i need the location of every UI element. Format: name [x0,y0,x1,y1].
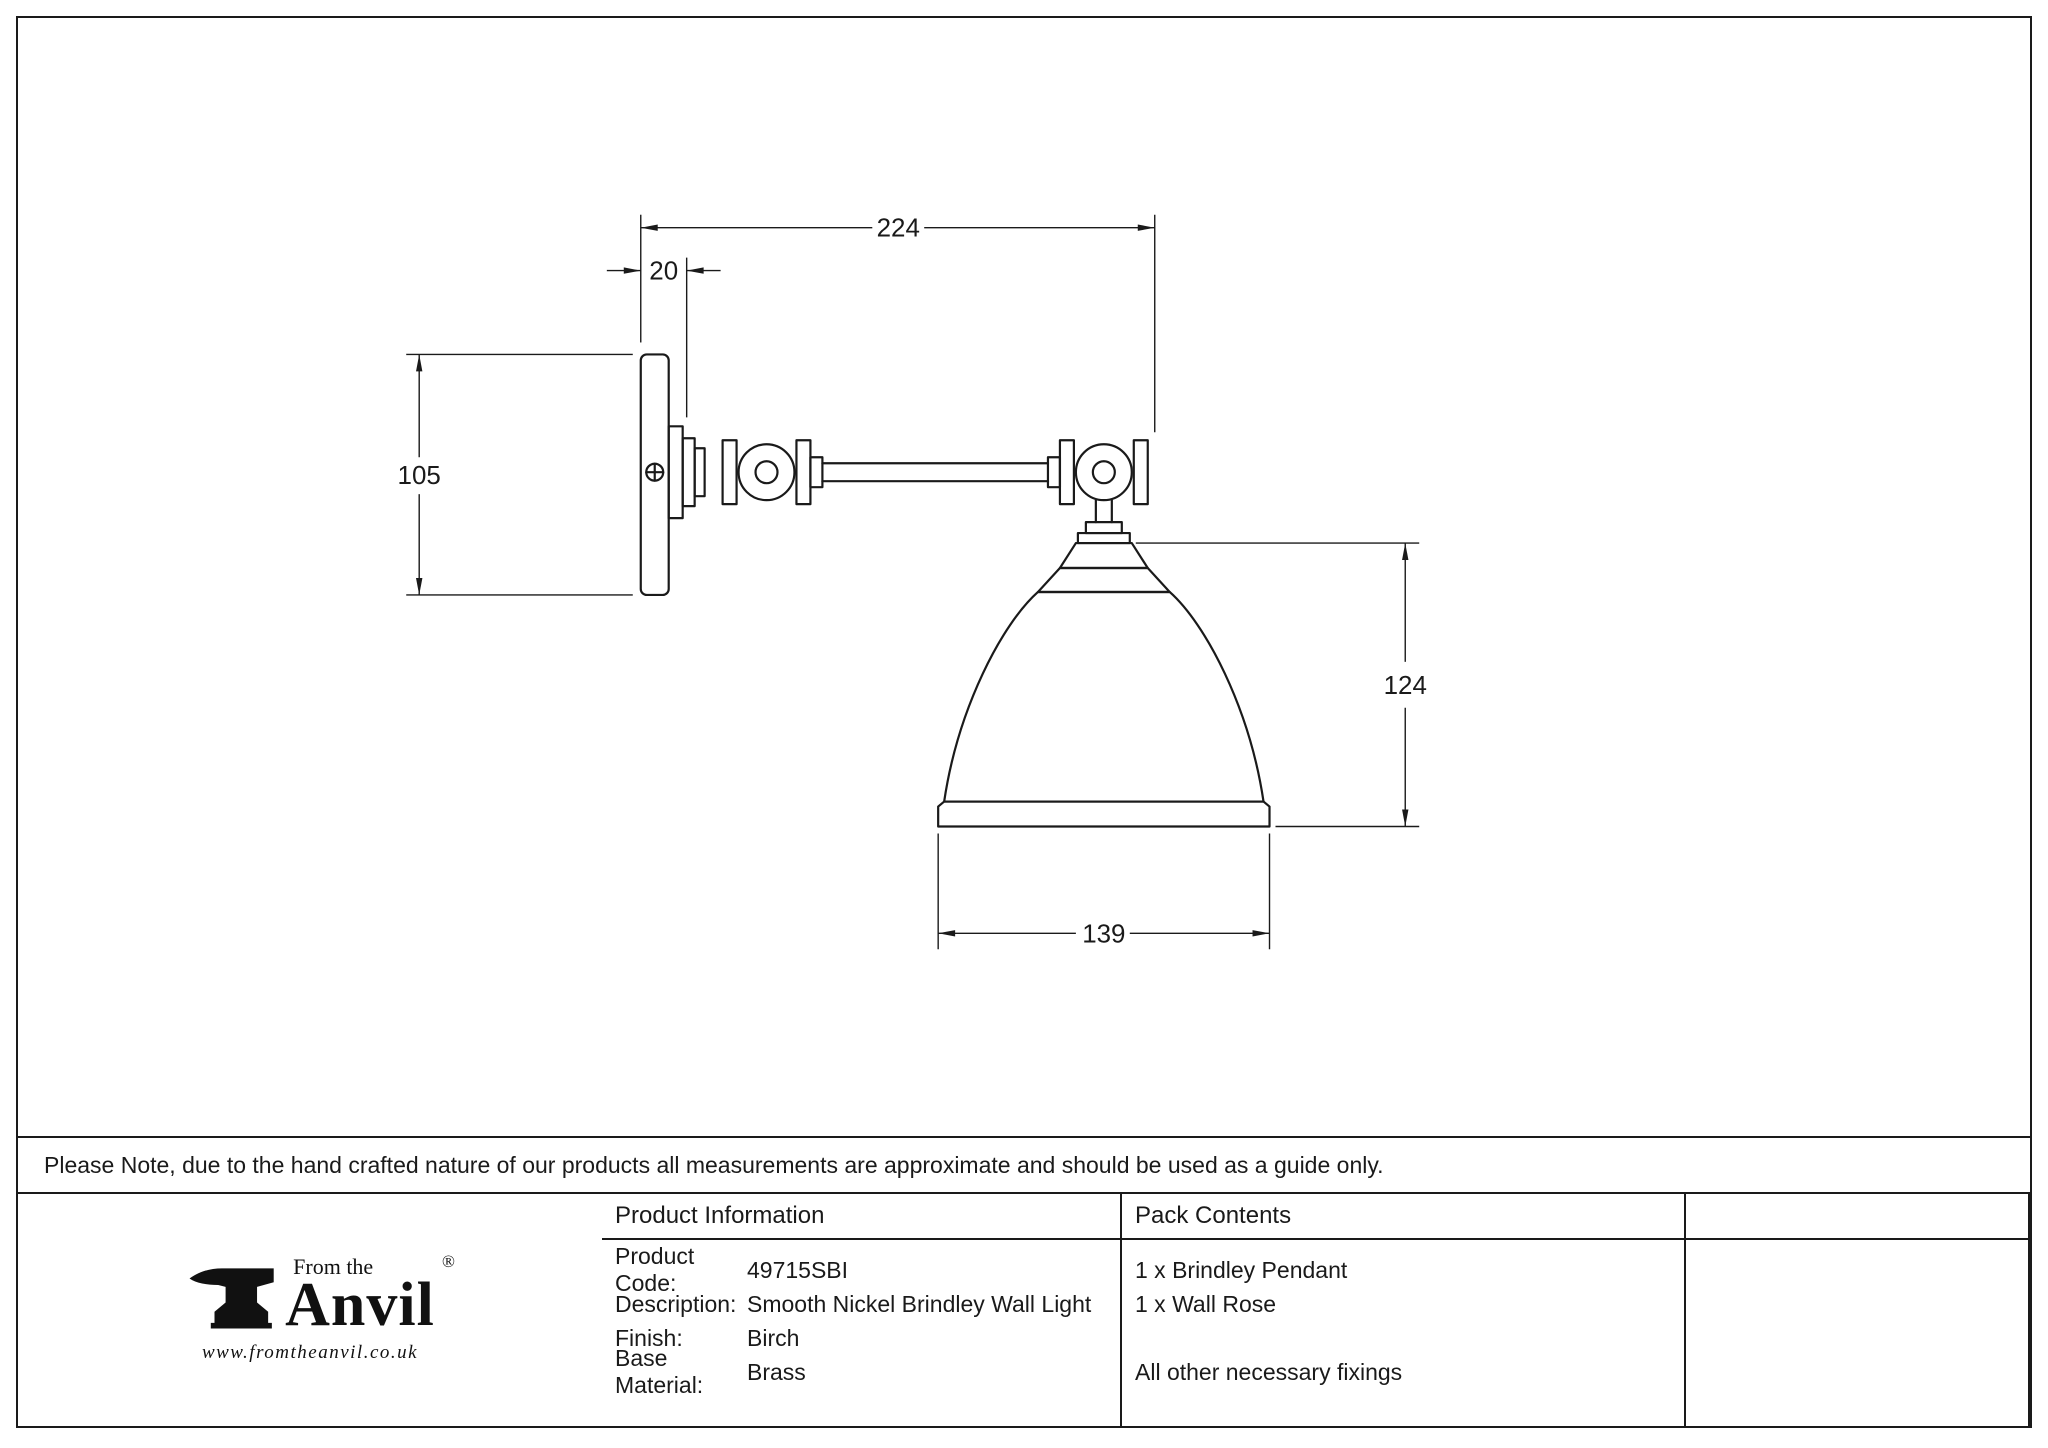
logo-cell: From the Anvil ® www.fromtheanvil.co.uk [18,1194,602,1426]
empty-header-cell [1686,1194,2030,1240]
product-info-header: Product Information [602,1194,1122,1240]
pack-item: 1 x Wall Rose [1135,1290,1277,1317]
arm-tube [809,456,1062,489]
measurement-note: Please Note, due to the hand crafted nat… [44,1151,1384,1178]
description-label: Description: [615,1290,737,1317]
dim-projection: 224 [877,215,920,243]
wall-knuckle-joint [721,439,812,506]
base-material-value: Brass [747,1358,806,1385]
product-info-body: Product Code: 49715SBI Description: Smoo… [602,1240,1122,1426]
technical-drawing: 224 20 105 124 139 [18,18,2030,1136]
finish-label: Finish: [615,1324,683,1351]
pack-item: 1 x Brindley Pendant [1135,1256,1348,1283]
description-row: Description: Smooth Nickel Brindley Wall… [615,1287,1120,1321]
note-row: Please Note, due to the hand crafted nat… [18,1136,2030,1192]
spec-sheet: 224 20 105 124 139 Please Note, due to t… [16,16,2032,1428]
pack-contents-body: 1 x Brindley Pendant 1 x Wall Rose All o… [1122,1240,1686,1426]
dim-shade-height: 124 [1384,672,1427,700]
finish-value: Birch [747,1324,800,1351]
pack-spacer [1135,1321,1684,1355]
head-knuckle-joint [1058,439,1149,506]
lamp-shade [937,541,1271,828]
brand-logo: From the Anvil ® www.fromtheanvil.co.uk [185,1252,455,1365]
dim-shade-diameter: 139 [1082,920,1125,948]
wall-light-drawing: 224 20 105 124 139 [398,214,1427,950]
product-code-value: 49715SBI [747,1256,849,1283]
dimension-lines [406,214,1420,950]
empty-body-cell [1686,1240,2030,1426]
pack-contents-header: Pack Contents [1122,1194,1686,1240]
pack-item: All other necessary fixings [1135,1358,1403,1385]
product-code-row: Product Code: 49715SBI [615,1243,1120,1296]
logo-tagline: From the [293,1253,374,1279]
screw-icon [645,462,665,482]
dim-backplate-projection: 20 [649,258,678,286]
anvil-icon [189,1268,274,1329]
finish-row: Finish: Birch [615,1321,1120,1355]
registered-mark: ® [441,1251,455,1271]
info-table: Product Information Pack Contents From t… [18,1192,2030,1426]
product-code-label: Product Code: [615,1243,695,1296]
dim-backplate-diameter: 105 [398,462,441,490]
description-value: Smooth Nickel Brindley Wall Light [747,1290,1092,1317]
logo-brand: Anvil [285,1270,435,1339]
logo-website: www.fromtheanvil.co.uk [201,1342,419,1364]
base-material-row: Base Material: Brass [615,1345,1120,1398]
base-material-label: Base Material: [615,1345,704,1398]
lamp-stem [1076,499,1131,545]
backplate-boss [667,425,706,520]
